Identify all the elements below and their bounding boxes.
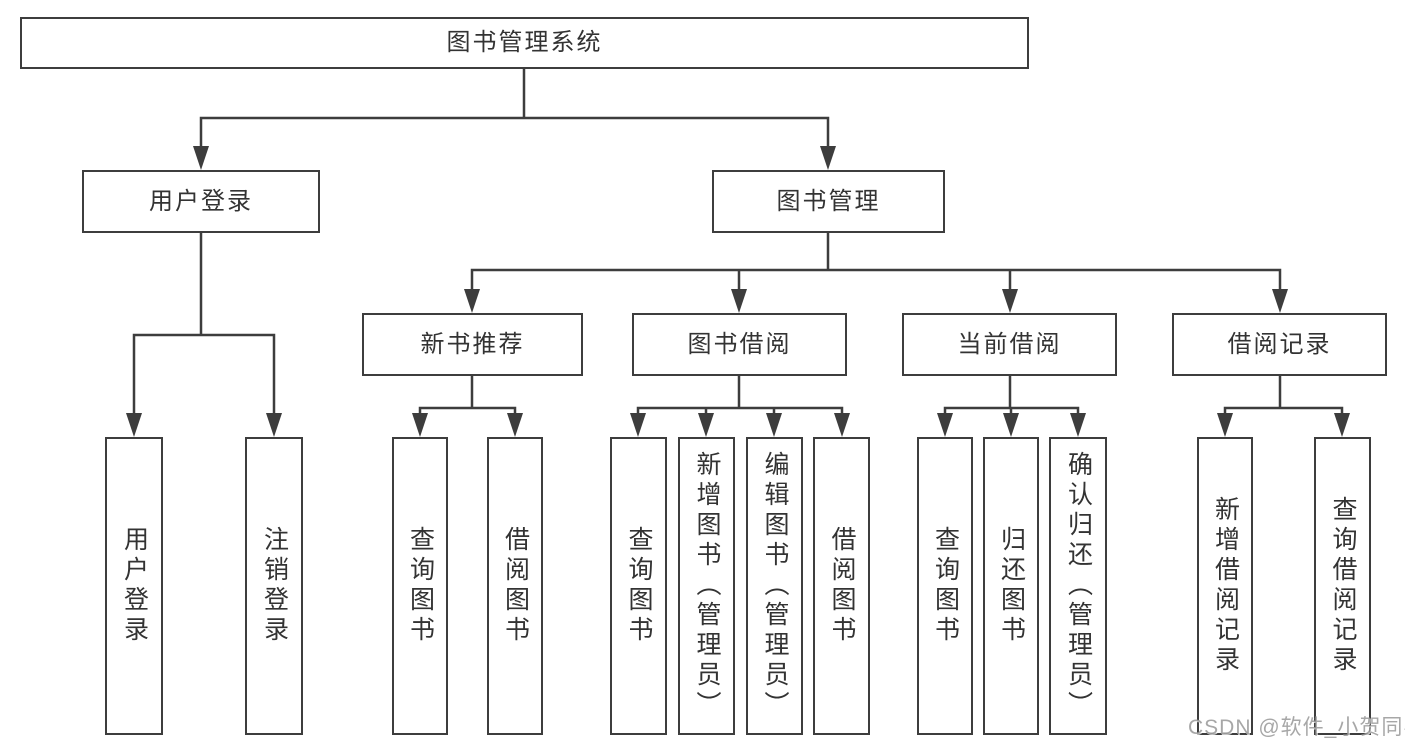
node-label: 借阅图书 <box>501 526 530 646</box>
node-label: 归还图书 <box>997 526 1026 646</box>
leaf-add-borrow-record: 新增借阅记录 <box>1197 437 1253 735</box>
node-new-book-recommend: 新书推荐 <box>362 313 583 376</box>
node-label: 注销登录 <box>260 526 289 646</box>
arrowhead-down-icon <box>820 146 836 170</box>
leaf-query-borrow-record: 查询借阅记录 <box>1314 437 1371 735</box>
node-label: 借阅记录 <box>1227 330 1332 358</box>
node-root-system: 图书管理系统 <box>20 17 1029 69</box>
arrowhead-down-icon <box>834 413 850 437</box>
node-label: 新增图书（管理员） <box>693 451 721 721</box>
arrowhead-down-icon <box>698 413 714 437</box>
node-label: 用户登录 <box>149 187 253 215</box>
node-label: 借阅图书 <box>828 526 856 646</box>
node-user-login: 用户登录 <box>82 170 320 233</box>
leaf-edit-book-admin: 编辑图书（管理员） <box>746 437 803 735</box>
arrowhead-down-icon <box>1070 413 1086 437</box>
leaf-query-books-recommend: 查询图书 <box>392 437 448 735</box>
leaf-query-books-current: 查询图书 <box>917 437 973 735</box>
tree-edges <box>132 67 1344 415</box>
arrowhead-down-icon <box>1272 289 1288 313</box>
arrowhead-down-icon <box>1334 413 1350 437</box>
arrowhead-down-icon <box>1217 413 1233 437</box>
arrowhead-down-icon <box>937 413 953 437</box>
node-label: 查询图书 <box>931 526 960 646</box>
leaf-borrow-books-recommend: 借阅图书 <box>487 437 543 735</box>
arrowhead-down-icon <box>630 413 646 437</box>
arrowhead-down-icon <box>464 289 480 313</box>
node-borrow-records: 借阅记录 <box>1172 313 1387 376</box>
node-label: 查询图书 <box>625 526 653 646</box>
leaf-user-login: 用户登录 <box>105 437 163 735</box>
arrowhead-down-icon <box>412 413 428 437</box>
arrowhead-down-icon <box>766 413 782 437</box>
node-label: 编辑图书（管理员） <box>761 451 789 721</box>
leaf-add-book-admin: 新增图书（管理员） <box>678 437 735 735</box>
node-book-borrow: 图书借阅 <box>632 313 847 376</box>
arrowhead-down-icon <box>126 413 142 437</box>
node-label: 确认归还（管理员） <box>1064 451 1093 721</box>
node-label: 图书管理系统 <box>446 29 603 56</box>
node-book-management: 图书管理 <box>712 170 945 233</box>
leaf-return-book: 归还图书 <box>983 437 1039 735</box>
node-label: 当前借阅 <box>957 330 1062 358</box>
arrowhead-down-icon <box>1002 289 1018 313</box>
leaf-query-books-borrow: 查询图书 <box>610 437 667 735</box>
arrowhead-down-icon <box>507 413 523 437</box>
arrowhead-down-icon <box>266 413 282 437</box>
arrowheads <box>126 146 1350 437</box>
leaf-logout: 注销登录 <box>245 437 303 735</box>
node-label: 查询借阅记录 <box>1329 496 1357 676</box>
node-label: 查询图书 <box>406 526 435 646</box>
leaf-confirm-return-admin: 确认归还（管理员） <box>1049 437 1107 735</box>
node-label: 图书借阅 <box>687 330 792 358</box>
node-current-borrow: 当前借阅 <box>902 313 1117 376</box>
leaf-borrow-books-borrow: 借阅图书 <box>813 437 870 735</box>
arrowhead-down-icon <box>1003 413 1019 437</box>
arrowhead-down-icon <box>731 289 747 313</box>
node-label: 用户登录 <box>120 526 149 646</box>
node-label: 图书管理 <box>776 187 881 215</box>
node-label: 新书推荐 <box>420 330 525 358</box>
node-label: 新增借阅记录 <box>1211 496 1240 676</box>
arrowhead-down-icon <box>193 146 209 170</box>
